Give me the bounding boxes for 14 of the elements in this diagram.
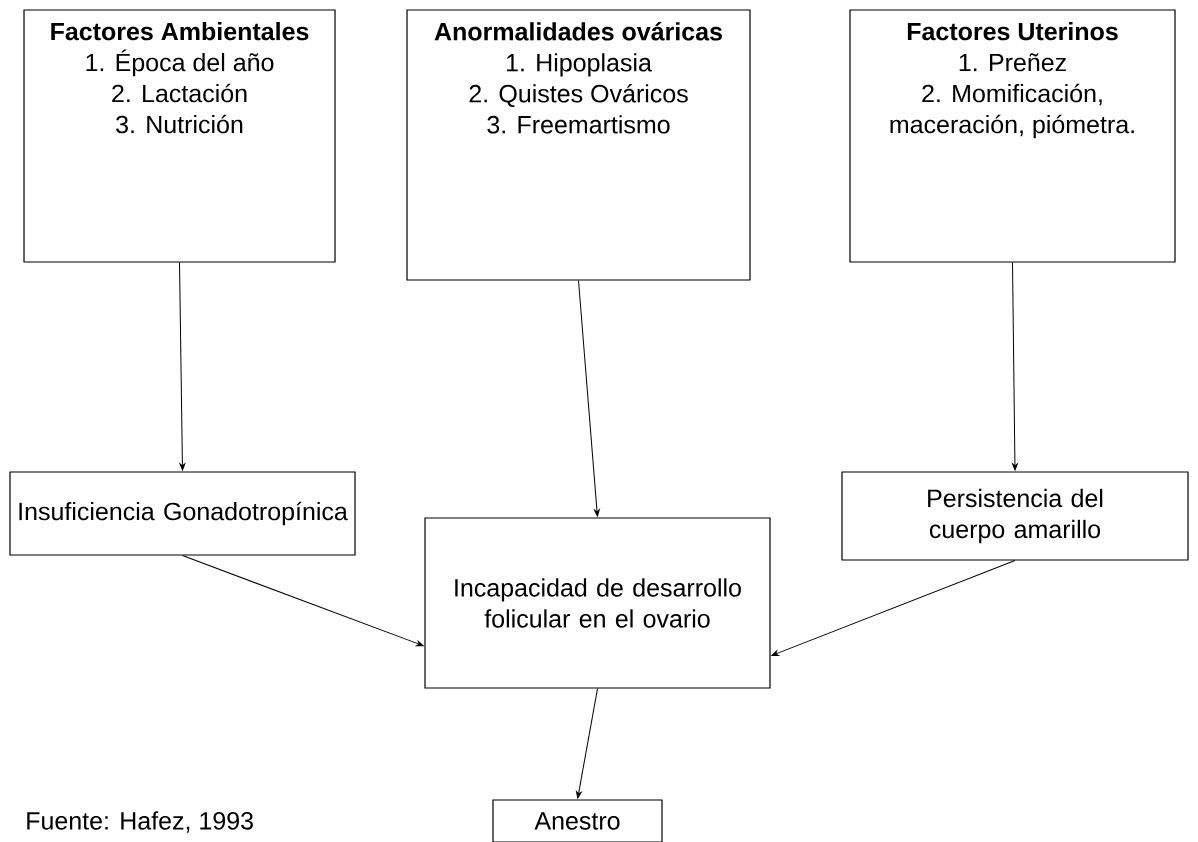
arrow [182, 555, 424, 647]
process-box: Incapacidad de desarrollo folicular en el ovario [424, 517, 771, 689]
arrow [179, 262, 186, 471]
arrow [576, 688, 598, 799]
source-note: Fuente: Hafez, 1993 [27, 811, 253, 833]
process-box: Factores Uterinos 1. Preñez 2. Momificación, maceración, piómetra. [849, 9, 1176, 263]
process-box: Persistencia del cuerpo amarillo [841, 471, 1189, 561]
process-box: Factores Ambientales 1. Época del año 2. Lactación 3. Nutrición [23, 9, 336, 263]
arrow [578, 280, 600, 517]
process-box: Anormalidades ováricas 1. Hipoplasia 2. Quistes Ováricos 3. Freemartismo [406, 9, 751, 281]
process-box: Anestro [492, 799, 663, 842]
arrow [1012, 262, 1018, 471]
process-box: Insuficiencia Gonadotropínica [9, 471, 356, 556]
arrow [771, 560, 1016, 656]
